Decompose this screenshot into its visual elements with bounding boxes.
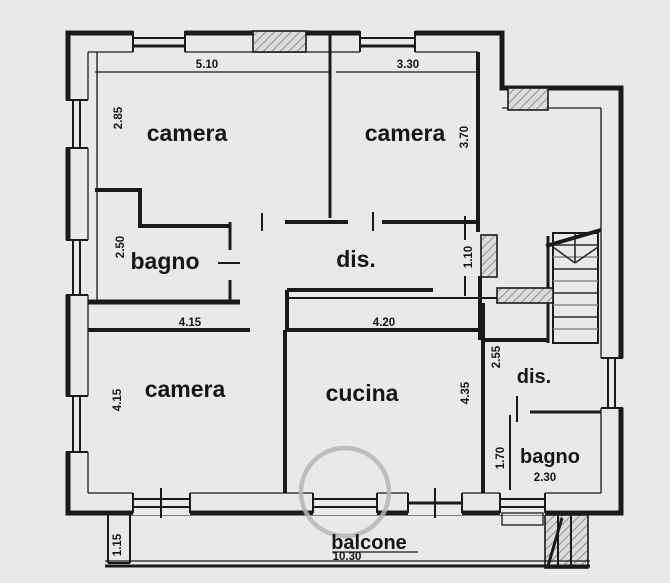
window-top-1 <box>132 29 186 54</box>
room-label-bagno-bottom-right: bagno <box>520 446 580 468</box>
window-left-3 <box>64 395 90 453</box>
dim-balcone-depth: 1.15 <box>112 533 124 556</box>
dim-cucina-width: 4.20 <box>373 317 395 329</box>
dim-bagno-br-height: 1.70 <box>495 447 507 469</box>
dim-bagno-br-width: 2.30 <box>534 472 556 484</box>
window-right <box>599 357 625 409</box>
room-labels: camera camera bagno dis. camera cucina d… <box>131 120 581 554</box>
balcony-door-cucina <box>312 491 378 515</box>
dim-camera-tl-width: 5.10 <box>196 59 218 71</box>
dim-bagno-tl-height: 2.50 <box>115 236 127 258</box>
dim-camera-bl-height: 4.15 <box>112 388 124 411</box>
dim-balcone-width: 10.30 <box>333 551 362 563</box>
balcony-door-left <box>132 488 191 518</box>
watermark-circle <box>298 445 392 539</box>
windows <box>64 29 625 526</box>
window-bottom-cucina <box>407 488 463 518</box>
room-label-camera-bottom-left: camera <box>145 376 226 402</box>
dim-camera-tr-width: 3.30 <box>397 59 419 71</box>
room-label-cucina: cucina <box>326 380 399 406</box>
room-label-dis-center: dis. <box>336 246 376 272</box>
balcony <box>105 513 590 568</box>
window-top-2 <box>359 29 416 54</box>
hatch-stairwell-top <box>507 87 549 111</box>
room-label-bagno-top-left: bagno <box>131 248 200 274</box>
room-label-camera-top-right: camera <box>365 120 446 146</box>
dim-hall-opening: 1.10 <box>463 246 475 268</box>
hatch-top-wall <box>252 30 307 53</box>
window-left-1 <box>64 99 90 149</box>
window-left-2 <box>64 239 90 296</box>
hatch-hall-opening <box>480 234 498 278</box>
dim-camera-tr-height: 3.70 <box>459 126 471 148</box>
dim-camera-tl-height: 2.85 <box>113 106 125 129</box>
room-label-dis-right: dis. <box>517 366 551 388</box>
dim-dis-right-height: 2.55 <box>491 345 503 368</box>
hatch-landing-passage <box>496 287 554 304</box>
window-bagno-br <box>499 491 546 526</box>
dim-cucina-height: 4.35 <box>460 381 472 404</box>
hatched-wall-elements <box>252 30 589 569</box>
interior-walls <box>88 33 601 493</box>
dimension-labels: 5.10 3.30 2.85 3.70 2.50 1.10 4.15 4.20 … <box>112 59 556 563</box>
room-label-balcone: balcone <box>331 532 407 554</box>
dim-camera-bl-width: 4.15 <box>179 317 202 329</box>
hatch-exterior-stair <box>544 514 589 569</box>
room-label-camera-top-left: camera <box>147 120 228 146</box>
